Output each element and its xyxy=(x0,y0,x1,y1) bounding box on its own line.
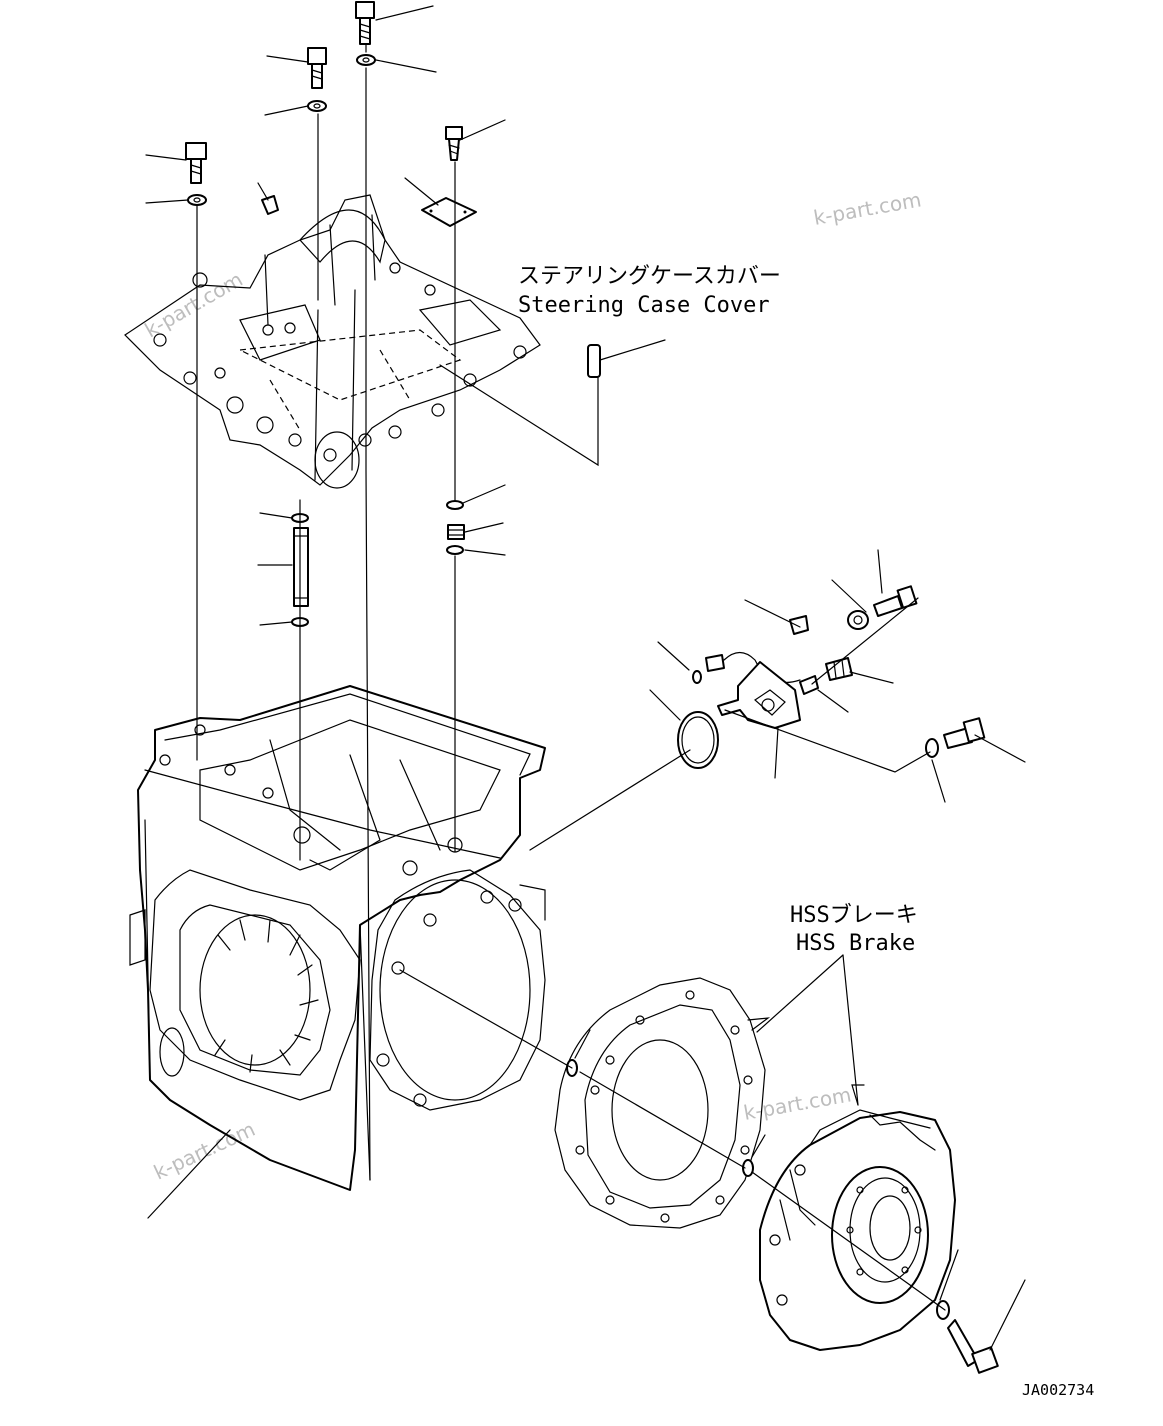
steering-case-cover-label-jp: ステアリングケースカバー xyxy=(518,264,781,289)
leader-lines xyxy=(145,5,1026,1351)
steering-case-cover xyxy=(124,194,541,489)
left-washer xyxy=(187,194,207,206)
oring-large xyxy=(677,711,719,769)
top-washer-2 xyxy=(307,100,327,112)
hss-brake-assembly xyxy=(759,1109,956,1351)
plug-right xyxy=(447,524,465,540)
sensor-bolt-right xyxy=(943,717,986,749)
left-bolt xyxy=(185,142,207,184)
top-washer-1 xyxy=(356,54,376,66)
oring-right-top xyxy=(446,500,464,510)
steering-case-cover-label-en: Steering Case Cover xyxy=(518,293,770,318)
dowel-pin xyxy=(587,344,601,378)
small-oring xyxy=(692,670,702,684)
oring-brake-right xyxy=(742,1159,754,1177)
brake-bolt xyxy=(947,1319,999,1374)
center-lines xyxy=(196,43,946,1311)
sensor-bolt-top xyxy=(873,585,918,617)
nut xyxy=(847,610,869,630)
watermark-top-right: k-part.com xyxy=(812,187,923,230)
top-bolt-1 xyxy=(355,1,375,45)
transmission-case xyxy=(129,685,546,1191)
brake-washer xyxy=(936,1300,950,1320)
breather-plug xyxy=(261,195,279,215)
hss-brake-label-jp: HSSブレーキ xyxy=(790,903,918,928)
cap xyxy=(789,615,809,635)
name-plate xyxy=(421,197,477,227)
top-bolt-2 xyxy=(307,47,327,89)
wire-connector-small xyxy=(799,675,819,695)
watermark-brake: k-part.com xyxy=(742,1082,853,1125)
hss-brake-label-en: HSS Brake xyxy=(796,931,915,956)
cover-screw xyxy=(445,126,463,161)
sensor-washer xyxy=(925,738,939,758)
watermark-case: k-part.com xyxy=(150,1117,259,1185)
oring-right-bottom xyxy=(446,545,464,555)
brake-gasket xyxy=(554,977,766,1229)
sensor-bracket xyxy=(717,661,801,729)
connecting-pipe xyxy=(293,527,309,607)
drawing-code: JA002734 xyxy=(1022,1381,1094,1399)
